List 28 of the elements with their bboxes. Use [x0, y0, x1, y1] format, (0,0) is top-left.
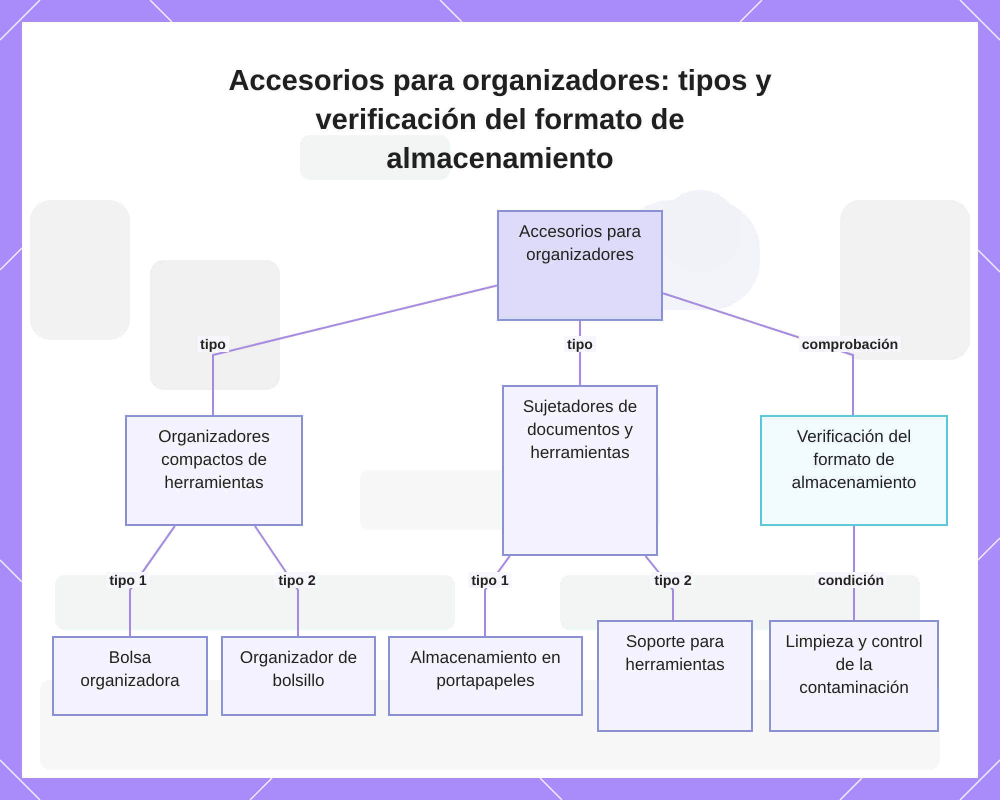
edge-label: tipo	[197, 336, 229, 352]
edge-label: tipo 1	[468, 572, 512, 588]
connector-line	[212, 284, 498, 415]
node-text: Sujetadores de documentos y herramientas	[522, 396, 638, 464]
edge-label: tipo 2	[651, 572, 695, 588]
edge-label: condición	[814, 572, 888, 588]
concept-box	[52, 636, 208, 716]
node-text: Soporte para herramientas	[624, 631, 726, 676]
node-text: Verificación del formato de almacenamiento	[790, 426, 918, 494]
concept-box	[597, 620, 753, 732]
edge-label: comprobación	[798, 336, 902, 352]
edge-label: tipo 1	[106, 572, 150, 588]
concept-box	[221, 636, 376, 716]
concept-box	[388, 636, 583, 716]
node-text: Limpieza y control de la contaminación	[784, 631, 924, 699]
diagram-title: Accesorios para organizadores: tipos y verificación del formato de almacenamiento	[227, 64, 773, 177]
concept-box	[760, 415, 948, 526]
edge-label: tipo 2	[275, 572, 319, 588]
node-text: Accesorios para organizadores	[518, 221, 642, 266]
concept-box	[497, 210, 663, 321]
concept-box	[502, 385, 658, 556]
node-text: Almacenamiento en portapapeles	[409, 647, 562, 692]
node-text: Bolsa organizadora	[79, 647, 181, 692]
node-text: Organizadores compactos de herramientas	[157, 426, 271, 494]
concept-box	[769, 620, 939, 732]
concept-box	[125, 415, 303, 526]
node-text: Organizador de bolsillo	[238, 647, 358, 692]
edge-label: tipo	[564, 336, 596, 352]
